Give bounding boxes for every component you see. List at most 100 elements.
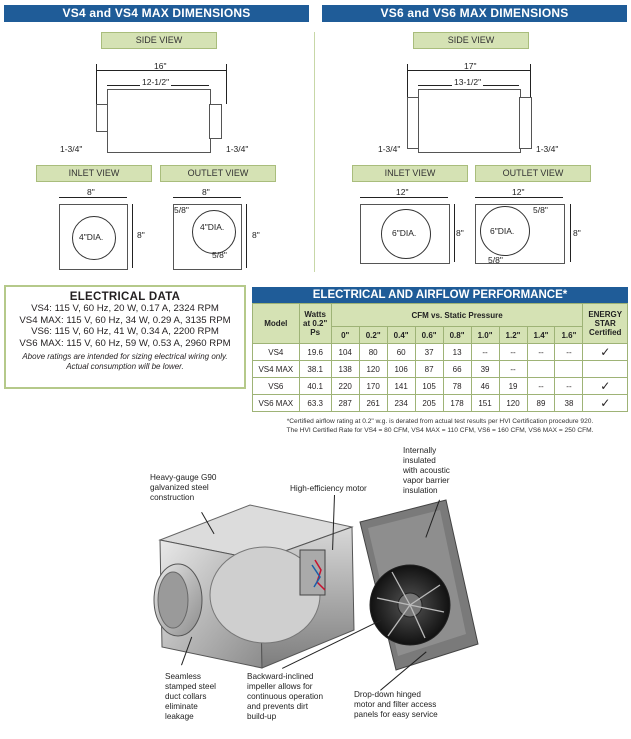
electrical-line-vs6: VS6: 115 V, 60 Hz, 41 W, 0.34 A, 2200 RP… xyxy=(31,326,219,337)
vs4-outlet-height: 8" xyxy=(252,230,260,240)
leader-steel xyxy=(201,512,215,535)
callout-duct-collars: Seamless stamped steel duct collars elim… xyxy=(165,672,216,721)
vs6-overall-dim-tick-r xyxy=(530,64,531,104)
vs6-outlet-offset-top: 5/8" xyxy=(533,205,548,215)
cell-cfm: -- xyxy=(470,343,500,361)
vs6-inlet-collar xyxy=(381,209,431,259)
leader-collars xyxy=(181,636,193,666)
vs6-body-length: 13-1/2" xyxy=(452,77,484,87)
cell-cfm: 170 xyxy=(358,377,388,395)
access-panel xyxy=(359,499,479,671)
vs6-side-body xyxy=(418,89,521,153)
vs4-outlet-offset-top: 5/8" xyxy=(174,205,189,215)
cell-cfm: -- xyxy=(554,377,584,395)
vs4-dimensions-title: VS4 and VS4 MAX DIMENSIONS xyxy=(4,5,309,22)
callout-hinged-panels: Drop-down hinged motor and filter access… xyxy=(354,690,438,719)
cell-energy-star: ✓ xyxy=(582,394,628,412)
cell-cfm: 106 xyxy=(386,360,416,378)
vs4-outlet-width: 8" xyxy=(202,187,210,197)
cell-cfm: 80 xyxy=(358,343,388,361)
vs4-overall-dim-tick-l xyxy=(96,64,97,104)
vs6-outlet-dia: 6"DIA. xyxy=(490,226,515,236)
cell-cfm: -- xyxy=(526,377,556,395)
vs4-body-length: 12-1/2" xyxy=(140,77,172,87)
section-divider xyxy=(314,32,315,272)
vs6-outlet-width: 12" xyxy=(512,187,525,197)
cell-watts: 63.3 xyxy=(298,394,332,412)
blower-scroll xyxy=(209,546,321,644)
vs4-outlet-height-line xyxy=(246,204,247,268)
cell-cfm: 19 xyxy=(498,377,528,395)
cell-cfm: 178 xyxy=(442,394,472,412)
cell-cfm xyxy=(526,360,556,378)
wiring-box xyxy=(299,549,326,596)
vs4-outlet-collar xyxy=(192,210,236,254)
vs4-inlet-height: 8" xyxy=(137,230,145,240)
vs4-inlet-dia: 4"DIA. xyxy=(79,232,104,242)
pressure-header: 0.8" xyxy=(442,326,472,344)
electrical-line-vs4max: VS4 MAX: 115 V, 60 Hz, 34 W, 0.29 A, 313… xyxy=(19,314,231,326)
performance-footnote: *Certified airflow rating at 0.2" w.g. i… xyxy=(286,418,594,434)
col-cfm: CFM vs. Static Pressure xyxy=(330,303,584,327)
electrical-line-vs6max: VS6 MAX: 115 V, 60 Hz, 59 W, 0.53 A, 296… xyxy=(19,337,231,349)
electrical-data-box: ELECTRICAL DATA VS4: 115 V, 60 Hz, 20 W,… xyxy=(4,285,246,389)
vs6-left-collar-dim: 1-3/4" xyxy=(378,144,401,154)
cell-cfm: 13 xyxy=(442,343,472,361)
vs4-inlet-height-line xyxy=(132,204,133,268)
cell-cfm: 66 xyxy=(442,360,472,378)
cell-cfm: 60 xyxy=(386,343,416,361)
cell-cfm: 234 xyxy=(386,394,416,412)
vs4-side-body xyxy=(107,89,211,153)
pressure-header: 0.6" xyxy=(414,326,444,344)
cell-watts: 40.1 xyxy=(298,377,332,395)
callout-insulated: Internally insulated with acoustic vapor… xyxy=(403,446,450,495)
vs6-dimensions-title: VS6 and VS6 MAX DIMENSIONS xyxy=(322,5,627,22)
vs6-outlet-offset-bottom: 5/8" xyxy=(488,255,503,265)
cell-cfm: 39 xyxy=(470,360,500,378)
cell-cfm: 38 xyxy=(554,394,584,412)
leader-motor xyxy=(332,494,335,550)
vs4-outlet-offset-bottom: 5/8" xyxy=(212,250,227,260)
cell-model: VS4 xyxy=(252,343,300,361)
vs4-side-view-label: SIDE VIEW xyxy=(101,32,217,49)
vs6-inlet-dia: 6"DIA. xyxy=(392,228,417,238)
pressure-header: 1.4" xyxy=(526,326,556,344)
pressure-header: 0.2" xyxy=(358,326,388,344)
cell-watts: 38.1 xyxy=(298,360,332,378)
callout-impeller: Backward-inclined impeller allows for co… xyxy=(247,672,324,721)
vs4-inlet-view-label: INLET VIEW xyxy=(36,165,152,182)
vs6-inlet-view-label: INLET VIEW xyxy=(352,165,468,182)
vs4-outlet-width-line xyxy=(173,197,241,198)
vs4-side-collar-right xyxy=(209,104,222,139)
vs4-left-collar-dim: 1-3/4" xyxy=(60,144,83,154)
vs6-side-collar-right xyxy=(519,97,532,149)
cell-model: VS6 xyxy=(252,377,300,395)
electrical-data-title: ELECTRICAL DATA xyxy=(69,291,181,303)
cell-cfm: 78 xyxy=(442,377,472,395)
vs6-outlet-height: 8" xyxy=(573,228,581,238)
callout-galvanized-steel: Heavy-gauge G90 galvanized steel constru… xyxy=(150,473,217,502)
cell-cfm: 151 xyxy=(470,394,500,412)
cell-cfm: 105 xyxy=(414,377,444,395)
cell-cfm: 89 xyxy=(526,394,556,412)
vs4-inlet-width-line xyxy=(59,197,127,198)
cell-cfm: 120 xyxy=(498,394,528,412)
vs6-outlet-width-line xyxy=(475,197,563,198)
vs6-inlet-width: 12" xyxy=(396,187,409,197)
cell-cfm: -- xyxy=(554,343,584,361)
vs4-overall-dim-line xyxy=(96,70,227,71)
vs6-inlet-height: 8" xyxy=(456,228,464,238)
vs6-overall-dim-tick-l xyxy=(407,64,408,104)
vs6-inlet-height-line xyxy=(454,204,455,262)
cell-cfm: 261 xyxy=(358,394,388,412)
cell-cfm: -- xyxy=(526,343,556,361)
fan-housing xyxy=(153,504,355,669)
cell-model: VS4 MAX xyxy=(252,360,300,378)
vs6-right-collar-dim: 1-3/4" xyxy=(536,144,559,154)
